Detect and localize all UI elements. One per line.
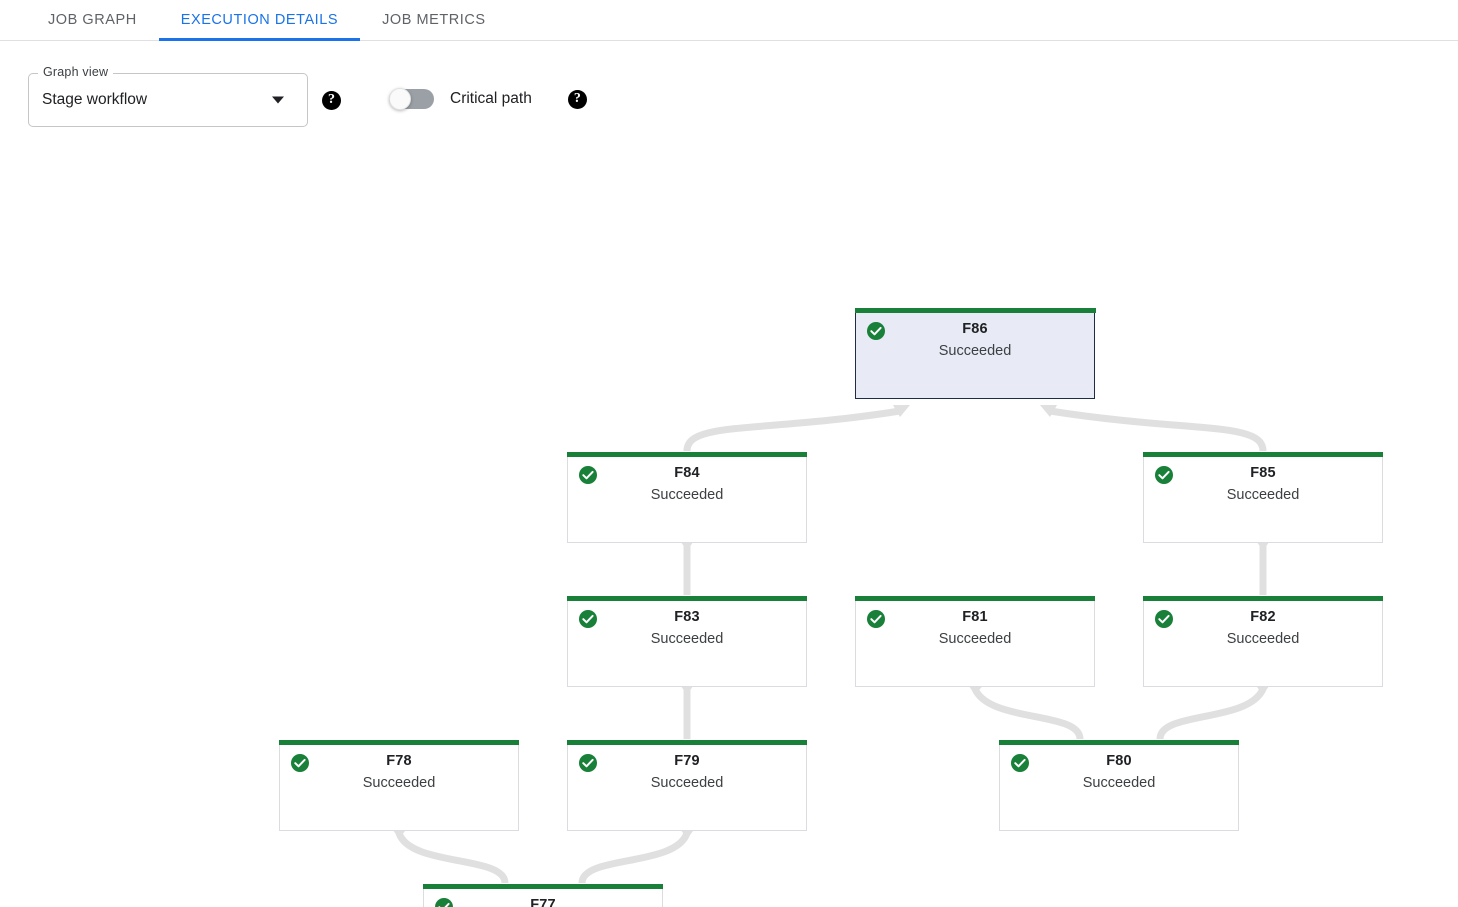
- node-status: Succeeded: [650, 631, 724, 647]
- check-circle-icon: [291, 754, 309, 772]
- status-bar: [999, 740, 1239, 745]
- check-circle-icon: [1155, 610, 1173, 628]
- node-status: Succeeded: [1226, 631, 1300, 647]
- graph-view-select[interactable]: Graph view Stage workflow: [28, 65, 308, 127]
- graph-node-f84[interactable]: F84 Succeeded: [567, 452, 807, 543]
- node-status: Succeeded: [938, 343, 1012, 359]
- graph-view-value: Stage workflow: [42, 91, 148, 108]
- critical-path-control: Critical path ?: [389, 88, 587, 111]
- node-title: F77: [530, 897, 556, 907]
- status-bar: [854, 308, 1096, 313]
- critical-path-label: Critical path: [450, 90, 532, 107]
- node-title: F80: [1106, 753, 1132, 769]
- check-circle-icon: [1011, 754, 1029, 772]
- status-bar: [567, 596, 807, 601]
- graph-view-help-icon[interactable]: ?: [322, 90, 341, 110]
- tab-execution-details[interactable]: EXECUTION DETAILS: [158, 0, 361, 41]
- critical-path-toggle[interactable]: [389, 88, 434, 110]
- graph-node-f82[interactable]: F82 Succeeded: [1143, 596, 1383, 687]
- edge-f84-f86: [683, 407, 901, 452]
- node-status: Succeeded: [938, 631, 1012, 647]
- toggle-thumb: [389, 88, 411, 110]
- node-title: F86: [962, 321, 988, 337]
- status-bar: [1143, 452, 1383, 457]
- node-status: Succeeded: [650, 775, 724, 791]
- graph-node-f77[interactable]: F77 Succeeded: [423, 884, 663, 907]
- node-status: Succeeded: [1226, 487, 1300, 503]
- tab-job-metrics[interactable]: JOB METRICS: [360, 0, 508, 40]
- status-bar: [855, 596, 1095, 601]
- tab-bar: JOB GRAPH EXECUTION DETAILS JOB METRICS: [0, 0, 1458, 41]
- stage-workflow-graph: F86 Succeeded F84 Succeeded F85 Succeede…: [0, 133, 1458, 907]
- check-circle-icon: [579, 754, 597, 772]
- tab-job-graph[interactable]: JOB GRAPH: [26, 0, 159, 40]
- node-title: F85: [1250, 465, 1276, 481]
- node-title: F82: [1250, 609, 1276, 625]
- graph-view-label: Graph view: [38, 65, 114, 79]
- node-status: Succeeded: [1082, 775, 1156, 791]
- critical-path-help-icon[interactable]: ?: [567, 89, 587, 109]
- check-circle-icon: [867, 610, 885, 628]
- graph-node-f81[interactable]: F81 Succeeded: [855, 596, 1095, 687]
- graph-node-f83[interactable]: F83 Succeeded: [567, 596, 807, 687]
- graph-node-f79[interactable]: F79 Succeeded: [567, 740, 807, 831]
- check-circle-icon: [1155, 466, 1173, 484]
- graph-node-f78[interactable]: F78 Succeeded: [279, 740, 519, 831]
- check-circle-icon: [435, 898, 453, 907]
- graph-view-select-box: [28, 73, 308, 127]
- node-title: F79: [674, 753, 700, 769]
- status-bar: [567, 452, 807, 457]
- node-title: F84: [674, 465, 700, 481]
- graph-toolbar: Graph view Stage workflow ? Critical pat…: [0, 41, 1458, 133]
- chevron-down-icon[interactable]: [272, 96, 284, 104]
- edge-f80-f81: [971, 687, 1084, 740]
- check-circle-icon: [867, 322, 885, 340]
- edge-f80-f82: [1156, 687, 1267, 740]
- edge-f77-f78: [395, 831, 509, 884]
- node-status: Succeeded: [650, 487, 724, 503]
- check-circle-icon: [579, 610, 597, 628]
- node-status: Succeeded: [362, 775, 436, 791]
- status-bar: [279, 740, 519, 745]
- status-bar: [567, 740, 807, 745]
- node-title: F81: [962, 609, 988, 625]
- check-circle-icon: [579, 466, 597, 484]
- node-title: F83: [674, 609, 700, 625]
- graph-node-f86[interactable]: F86 Succeeded: [854, 308, 1096, 399]
- status-bar: [423, 884, 663, 889]
- graph-node-f85[interactable]: F85 Succeeded: [1143, 452, 1383, 543]
- edge-f85-f86: [1049, 407, 1267, 452]
- edge-f77-f79: [578, 831, 691, 884]
- status-bar: [1143, 596, 1383, 601]
- node-title: F78: [386, 753, 412, 769]
- graph-node-f80[interactable]: F80 Succeeded: [999, 740, 1239, 831]
